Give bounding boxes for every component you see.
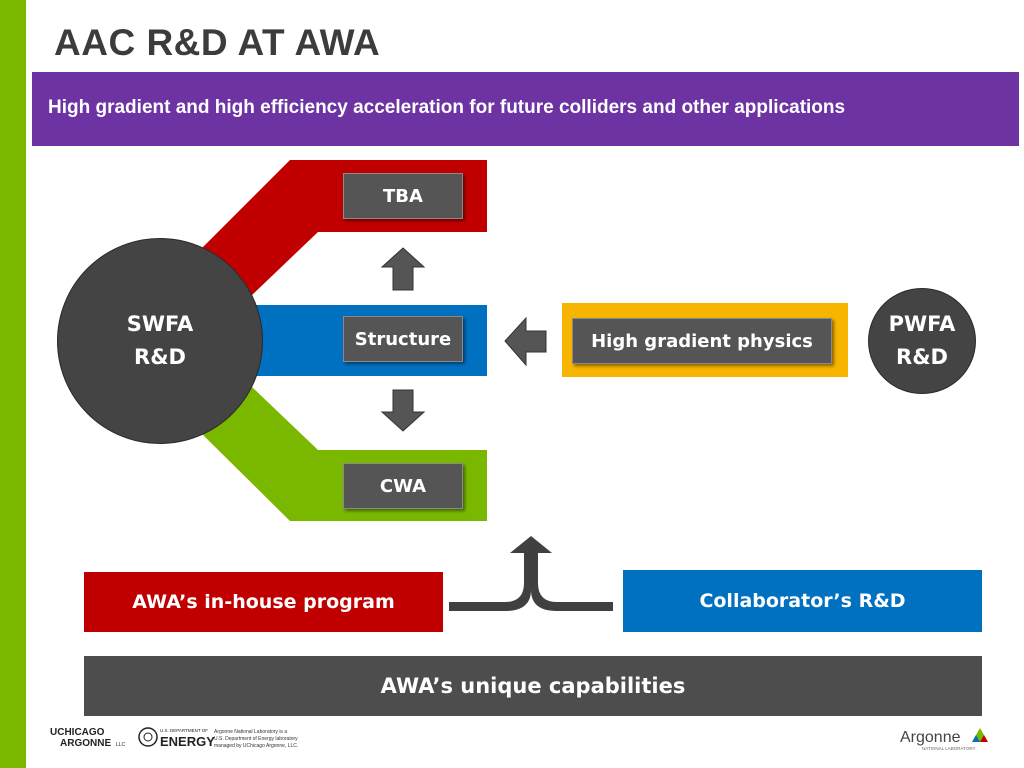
inhouse-program-box: AWA’s in-house program — [84, 572, 443, 632]
headline-text: High gradient and high efficiency accele… — [48, 97, 846, 118]
swfa-circle: SWFA R&D — [57, 238, 263, 444]
slide-title: AAC R&D AT AWA — [54, 22, 381, 63]
doe-note-line3: managed by UChicago Argonne, LLC. — [214, 743, 298, 749]
left-accent-bar — [0, 0, 26, 768]
footer-logos: UCHICAGO ARGONNE LLC U.S. DEPARTMENT OF … — [50, 727, 298, 749]
energy-logo-text: ENERGY — [160, 734, 215, 749]
headline-banner — [32, 72, 1019, 146]
tba-box: TBA — [343, 173, 463, 219]
doe-note-line2: U.S. Department of Energy laboratory — [214, 736, 298, 742]
structure-box: Structure — [343, 316, 463, 362]
arrow-down-icon — [380, 389, 426, 432]
doe-seal-icon — [138, 727, 158, 747]
doe-small-text: U.S. DEPARTMENT OF — [160, 728, 208, 733]
merge-arrow-icon — [449, 536, 613, 611]
arrow-up-icon — [380, 247, 426, 291]
argonne-llc-logo-text: ARGONNE — [60, 738, 111, 749]
argonne-triangle-icon — [972, 728, 988, 742]
high-gradient-physics-box: High gradient physics — [572, 318, 832, 364]
argonne-logo: Argonne NATIONAL LABORATORY — [900, 728, 988, 751]
unique-capabilities-box: AWA’s unique capabilities — [84, 656, 982, 716]
pwfa-rd-label: R&D — [896, 345, 948, 369]
arrow-left-icon — [504, 316, 547, 367]
swfa-rd-label: R&D — [134, 345, 186, 369]
pwfa-circle: PWFA R&D — [868, 288, 976, 394]
cwa-box: CWA — [343, 463, 463, 509]
uchicago-logo-text: UCHICAGO — [50, 727, 105, 738]
llc-logo-text: LLC — [116, 742, 126, 748]
argonne-sub-text: NATIONAL LABORATORY — [922, 746, 976, 751]
collaborator-rd-box: Collaborator’s R&D — [623, 570, 982, 632]
pwfa-label: PWFA — [888, 312, 956, 336]
argonne-logo-text: Argonne — [900, 729, 961, 746]
swfa-label: SWFA — [126, 312, 194, 336]
doe-note-line1: Argonne National Laboratory is a — [214, 729, 287, 735]
